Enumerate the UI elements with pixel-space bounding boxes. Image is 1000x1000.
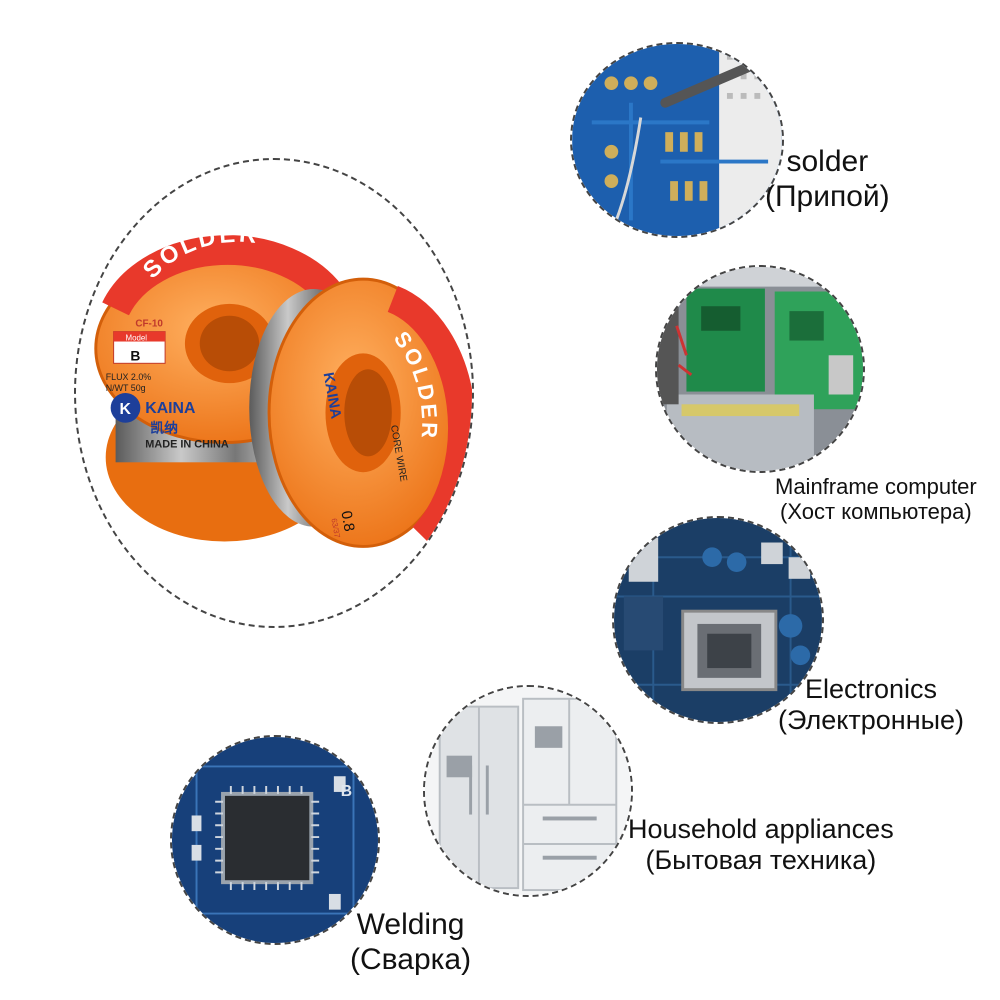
computer-interior-icon bbox=[657, 267, 863, 471]
application-label-welding: Welding (Сварка) bbox=[350, 908, 471, 977]
brand-cn: 凯纳 bbox=[150, 420, 178, 436]
origin-text: MADE IN CHINA bbox=[145, 438, 229, 450]
microchip-pcb-icon: B bbox=[172, 737, 378, 943]
board-mark-text: B bbox=[341, 783, 352, 800]
application-label-solder: solder (Припой) bbox=[765, 145, 890, 214]
application-label-computer: Mainframe computer (Хост компьютера) bbox=[775, 474, 977, 525]
application-photo-computer bbox=[655, 265, 865, 473]
application-photo-solder bbox=[570, 42, 784, 238]
label-en: Household appliances bbox=[628, 814, 894, 844]
model-value: B bbox=[130, 347, 140, 363]
product-photo-frame: SOLDER CF-10 Model B FLUX 2.0% N/WT 50g … bbox=[74, 158, 474, 628]
label-en: Mainframe computer bbox=[775, 474, 977, 499]
label-ru: (Хост компьютера) bbox=[780, 499, 972, 525]
solder-spools-illustration: SOLDER CF-10 Model B FLUX 2.0% N/WT 50g … bbox=[94, 221, 472, 548]
alloy-text: 63/37 bbox=[329, 518, 341, 539]
label-en: solder bbox=[786, 145, 869, 178]
label-ru: (Электронные) bbox=[778, 705, 965, 736]
soldering-pcb-icon bbox=[572, 44, 782, 236]
cpu-socket-icon bbox=[614, 518, 822, 722]
application-photo-electronics bbox=[612, 516, 824, 724]
application-label-appliances: Household appliances (Бытовая техника) bbox=[628, 814, 894, 876]
application-label-electronics: Electronics (Электронные) bbox=[778, 674, 964, 736]
label-ru: (Припой) bbox=[765, 179, 890, 213]
label-en: Electronics bbox=[804, 674, 938, 704]
svg-text:K: K bbox=[120, 401, 132, 418]
weight-text: N/WT 50g bbox=[106, 383, 146, 393]
diameter-text: 0.8 bbox=[337, 510, 356, 533]
label-en: Welding bbox=[356, 908, 465, 941]
model-code: CF-10 bbox=[135, 319, 163, 330]
refrigerator-icon bbox=[425, 687, 631, 895]
label-ru: (Сварка) bbox=[350, 942, 472, 976]
model-label: Model bbox=[126, 334, 148, 343]
label-ru: (Бытовая техника) bbox=[645, 845, 877, 876]
flux-text: FLUX 2.0% bbox=[106, 372, 152, 382]
front-spool: SOLDER CORE WIRE KAINA 0.8 63/37 bbox=[249, 277, 472, 548]
application-photo-welding: B bbox=[170, 735, 380, 945]
brand-logo bbox=[110, 393, 141, 423]
application-photo-appliances bbox=[423, 685, 633, 897]
brand-text: KAINA bbox=[145, 400, 196, 417]
